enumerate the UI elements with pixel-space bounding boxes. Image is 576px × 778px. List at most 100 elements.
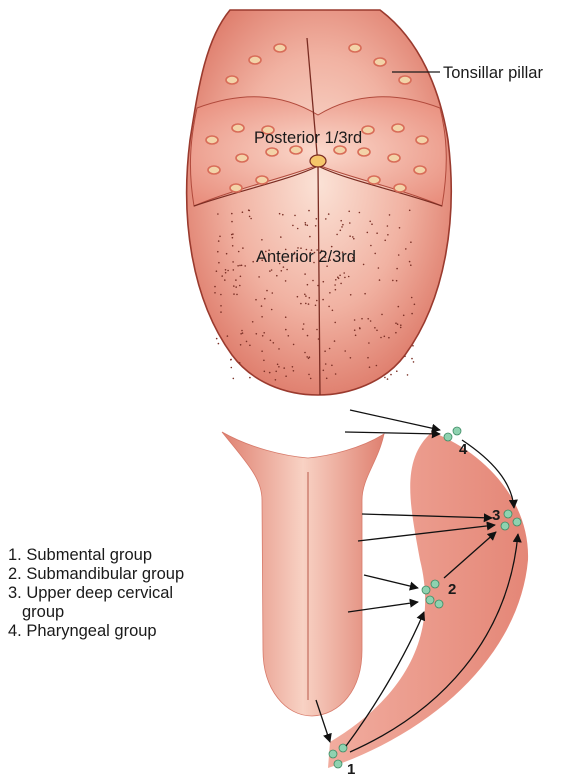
surface-dot: [242, 247, 244, 249]
surface-dot: [329, 292, 331, 294]
surface-dot: [411, 358, 413, 360]
surface-dot: [255, 333, 257, 335]
foramen-caecum: [310, 155, 326, 167]
surface-dot: [376, 232, 378, 234]
surface-dot: [294, 215, 296, 217]
surface-dot: [214, 292, 216, 294]
surface-dot: [261, 305, 263, 307]
surface-dot: [369, 221, 371, 223]
legend-item-submental: 1. Submental group: [8, 546, 184, 565]
surface-dot: [331, 365, 333, 367]
lymph-node: [431, 580, 439, 588]
papilla: [399, 76, 411, 84]
surface-dot: [376, 365, 378, 367]
surface-dot: [334, 340, 336, 342]
surface-dot: [315, 225, 317, 227]
surface-dot: [340, 220, 342, 222]
surface-dot: [220, 311, 222, 313]
surface-dot: [384, 377, 386, 379]
surface-dot: [246, 341, 248, 343]
surface-dot: [329, 348, 331, 350]
surface-dot: [235, 279, 237, 281]
surface-dot: [307, 225, 309, 227]
surface-dot: [390, 374, 392, 376]
lymph-node: [453, 427, 461, 435]
surface-dot: [400, 324, 402, 326]
surface-dot: [325, 363, 327, 365]
surface-dot: [309, 297, 311, 299]
upper-tongue: Tonsillar pillar Posterior 1/3rd Anterio…: [187, 10, 544, 395]
surface-dot: [411, 297, 413, 299]
node-label-4: 4: [459, 441, 468, 458]
surface-dot: [384, 336, 386, 338]
surface-dot: [275, 379, 277, 381]
surface-dot: [238, 251, 240, 253]
lymph-node: [422, 586, 430, 594]
surface-dot: [334, 322, 336, 324]
surface-dot: [380, 337, 382, 339]
lymph-node: [329, 750, 337, 758]
surface-dot: [307, 335, 309, 337]
surface-dot: [305, 303, 307, 305]
surface-dot: [300, 303, 302, 305]
surface-dot: [231, 367, 233, 369]
surface-dot: [227, 335, 229, 337]
surface-dot: [398, 254, 400, 256]
surface-dot: [350, 357, 352, 359]
anterior-two-thirds-label: Anterior 2/3rd: [256, 248, 356, 266]
surface-dot: [359, 212, 361, 214]
surface-dot: [226, 253, 228, 255]
surface-dot: [285, 375, 287, 377]
surface-dot: [396, 280, 398, 282]
surface-dot: [342, 224, 344, 226]
papilla: [414, 166, 426, 174]
surface-dot: [232, 245, 234, 247]
surface-dot: [318, 338, 320, 340]
surface-dot: [282, 214, 284, 216]
surface-dot: [315, 305, 317, 307]
surface-dot: [293, 370, 295, 372]
surface-dot: [216, 270, 218, 272]
pharyngeal-node-group: [444, 427, 461, 441]
surface-dot: [305, 295, 307, 297]
surface-dot: [396, 268, 398, 270]
surface-dot: [335, 279, 337, 281]
surface-dot: [286, 269, 288, 271]
lower-tongue-shape: [222, 432, 384, 716]
papilla: [230, 184, 242, 192]
surface-dot: [316, 218, 318, 220]
surface-dot: [240, 276, 242, 278]
surface-dot: [374, 253, 376, 255]
papilla: [349, 44, 361, 52]
surface-dot: [249, 377, 251, 379]
lymph-node: [513, 518, 521, 526]
surface-dot: [374, 327, 376, 329]
surface-dot: [240, 333, 242, 335]
surface-dot: [322, 299, 324, 301]
surface-dot: [367, 318, 369, 320]
node-label-1: 1: [347, 761, 355, 778]
surface-dot: [409, 261, 411, 263]
surface-dot: [263, 332, 265, 334]
surface-dot: [227, 270, 229, 272]
surface-dot: [328, 213, 330, 215]
surface-dot: [359, 327, 361, 329]
surface-dot: [328, 306, 330, 308]
surface-dot: [304, 352, 306, 354]
surface-dot: [216, 338, 218, 340]
surface-dot: [288, 335, 290, 337]
surface-dot: [237, 265, 239, 267]
lymph-node: [435, 600, 443, 608]
surface-dot: [387, 378, 389, 380]
surface-dot: [399, 227, 401, 229]
surface-dot: [236, 294, 238, 296]
surface-dot: [312, 280, 314, 282]
surface-dot: [316, 329, 318, 331]
surface-dot: [307, 284, 309, 286]
papilla: [232, 124, 244, 132]
surface-dot: [354, 319, 356, 321]
surface-dot: [235, 286, 237, 288]
surface-dot: [276, 275, 278, 277]
papilla: [368, 176, 380, 184]
surface-dot: [214, 286, 216, 288]
